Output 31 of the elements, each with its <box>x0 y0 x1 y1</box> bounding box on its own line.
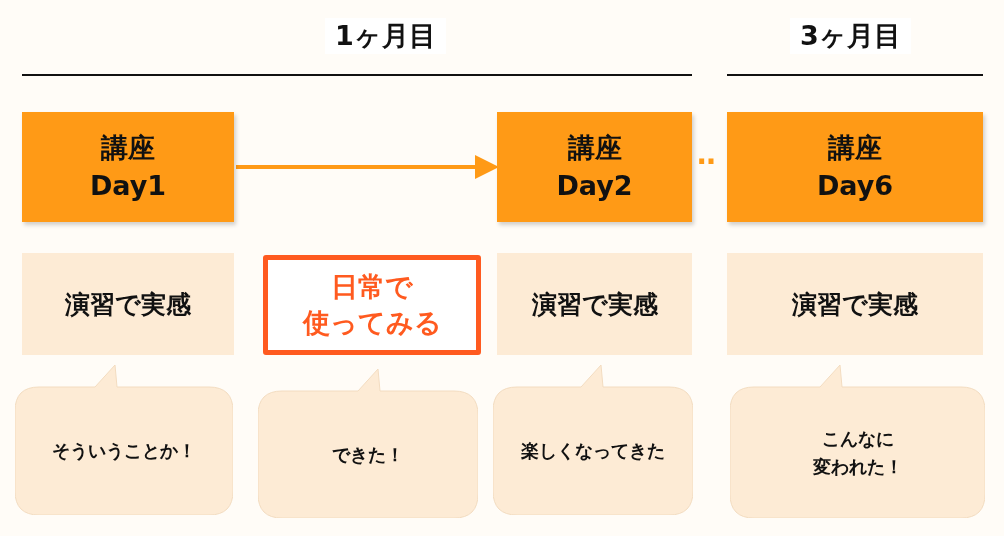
node-text: こんなに <box>821 426 894 451</box>
lecture-box <box>497 112 692 222</box>
node-text: 楽しくなってきた <box>521 439 665 463</box>
node-text: そういうことか！ <box>52 439 196 463</box>
arrow <box>236 155 499 179</box>
practice-box <box>22 253 234 355</box>
node-text: 変われた！ <box>812 454 903 479</box>
node-text: 講座 <box>828 131 882 165</box>
node-text: Day2 <box>556 169 633 203</box>
period-label: 3ヶ月目 <box>790 18 911 54</box>
speech-bubble <box>15 365 233 515</box>
node-text: 使ってみる <box>302 306 442 340</box>
period-label: 1ヶ月目 <box>325 18 446 54</box>
node-text: できた！ <box>332 442 404 467</box>
highlight-box <box>263 255 481 355</box>
node-text: 講座 <box>567 131 622 165</box>
ellipsis-dots: ‥ <box>697 138 716 171</box>
speech-bubble <box>730 365 985 518</box>
node-text: 演習で実感 <box>65 288 191 321</box>
node-text: 日常で <box>331 270 413 304</box>
node-text: Day6 <box>816 169 894 203</box>
practice-box <box>727 253 983 355</box>
speech-bubble <box>493 365 693 515</box>
node-text: 演習で実感 <box>792 288 918 321</box>
lecture-box <box>727 112 983 222</box>
practice-box <box>497 253 692 355</box>
node-text: 演習で実感 <box>531 288 658 321</box>
speech-bubble <box>258 369 478 518</box>
node-text: Day1 <box>89 169 167 203</box>
lecture-box <box>22 112 234 222</box>
node-text: 講座 <box>101 131 155 165</box>
